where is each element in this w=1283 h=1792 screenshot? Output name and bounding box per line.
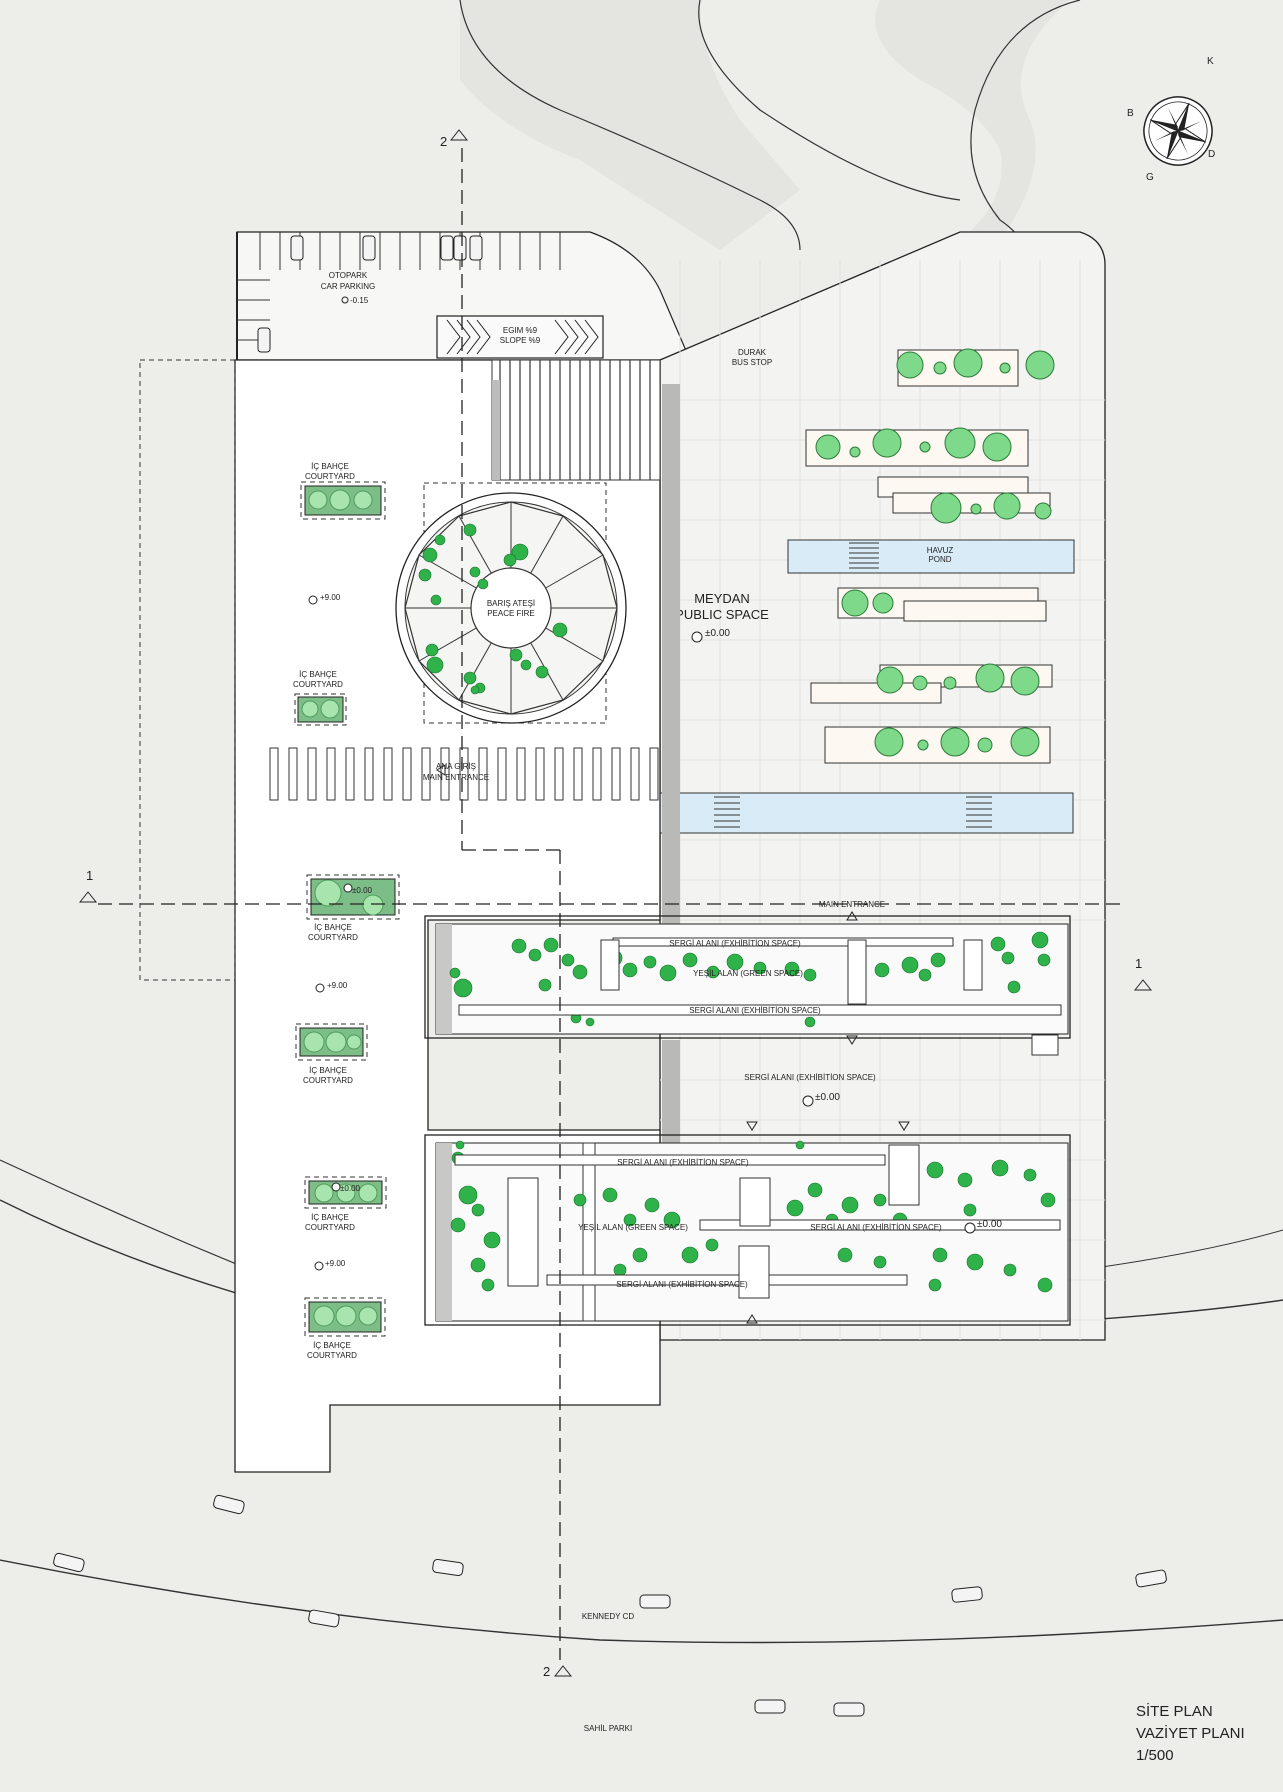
ramp: EGIM %9 SLOPE %9 (436, 315, 604, 359)
courtyard-label-2: COURTYARD (293, 680, 343, 689)
level-nine-label-1: +9.00 (320, 593, 341, 602)
green-space-label-2: YEŞİL ALAN (GREEN SPACE) (578, 1223, 688, 1232)
ic-bahce-label-4: İÇ BAHÇE (309, 1066, 347, 1075)
exhibition-label-1a: SERGİ ALANI (EXHİBİTİON SPACE) (669, 939, 801, 948)
bus-stop-label: BUS STOP (732, 358, 772, 367)
meydan-label: MEYDAN (694, 591, 750, 606)
ic-bahce-label-1: İÇ BAHÇE (311, 462, 349, 471)
ic-bahce-label-6: İÇ BAHÇE (313, 1341, 351, 1350)
durak-label: DURAK (738, 348, 767, 357)
title-scale: 1/500 (1136, 1747, 1174, 1764)
slope-label-en: SLOPE %9 (500, 336, 541, 345)
courtyard-label-6: COURTYARD (307, 1351, 357, 1360)
section-1-left: 1 (86, 868, 93, 883)
compass-east-label: D (1208, 149, 1215, 160)
compass-south-label: G (1146, 172, 1154, 183)
title-line-1: SİTE PLAN (1136, 1702, 1213, 1720)
level-nine-label-2: +9.00 (327, 981, 348, 990)
courtyard-label-1: COURTYARD (305, 472, 355, 481)
courtyard-label-5: COURTYARD (305, 1223, 355, 1232)
courtyard-label-3: COURTYARD (308, 933, 358, 942)
otopark-label: OTOPARK (329, 271, 368, 280)
level-nine-label-3: +9.00 (325, 1259, 346, 1268)
pond-label: POND (928, 555, 951, 564)
road-network (0, 0, 1283, 1644)
exhibition-label-2b: SERGİ ALANI (EXHİBİTİON SPACE) (810, 1223, 942, 1232)
courtyards: İÇ BAHÇE COURTYARD +9.00 İÇ BAHÇE COURTY… (293, 462, 400, 1360)
exhibition-2-level-label: ±0.00 (977, 1219, 1002, 1230)
north-arrow (1143, 96, 1213, 166)
compass-west-label: B (1127, 108, 1134, 119)
exhibition-level-label: ±0.00 (815, 1092, 840, 1103)
section-lines: 1 1 2 2 (78, 129, 1153, 1679)
title-line-2: VAZİYET PLANI (1136, 1724, 1245, 1742)
havuz-label: HAVUZ (927, 546, 954, 555)
peace-fire-rotunda: BARIŞ ATEŞİ PEACE FIRE (395, 482, 627, 724)
exhibition-label-1b: SERGİ ALANI (EXHİBİTİON SPACE) (689, 1006, 821, 1015)
main-entrance-tr-label: MAIN ENTRANCE (423, 773, 489, 782)
exhibition-block-1: SERGİ ALANI (EXHİBİTİON SPACE) YEŞİL ALA… (424, 900, 1071, 1056)
compass-north-label: K (1207, 56, 1214, 67)
parking-level-label: -0.15 (350, 296, 369, 305)
exhibition-block-2: SERGİ ALANI (EXHİBİTİON SPACE) YEŞİL ALA… (424, 1121, 1071, 1326)
ana-giris-label: ANA GİRİŞ (436, 762, 476, 771)
courtyard-level-label-3: ±0.00 (352, 886, 373, 895)
main-entrance-label: MAIN ENTRANCE (819, 900, 885, 909)
exhibition-label-2a: SERGİ ALANI (EXHİBİTİON SPACE) (617, 1158, 749, 1167)
plaza-planters: HAVUZ POND (659, 348, 1075, 834)
exhibition-center-label: SERGİ ALANI (EXHİBİTİON SPACE) (744, 1073, 876, 1082)
ic-bahce-label-2: İÇ BAHÇE (299, 670, 337, 679)
section-1-right: 1 (1135, 956, 1142, 971)
street-cars (53, 1494, 1167, 1717)
car-parking-label: CAR PARKING (321, 282, 376, 291)
courtyard-label-4: COURTYARD (303, 1076, 353, 1085)
courtyard-level-label-4: ±0.00 (340, 1184, 361, 1193)
meydan-level-label: ±0.00 (705, 628, 730, 639)
public-space-label: PUBLIC SPACE (675, 607, 769, 622)
section-2-bottom: 2 (543, 1664, 550, 1679)
exhibition-label-2c: SERGİ ALANI (EXHİBİTİON SPACE) (616, 1280, 748, 1289)
ic-bahce-label-3: İÇ BAHÇE (314, 923, 352, 932)
baris-atesi-label: BARIŞ ATEŞİ (487, 599, 535, 608)
peace-fire-label: PEACE FIRE (487, 609, 535, 618)
section-2-top: 2 (440, 134, 447, 149)
kennedy-street-label: KENNEDY CD (582, 1612, 635, 1621)
ic-bahce-label-5: İÇ BAHÇE (311, 1213, 349, 1222)
title-block: SİTE PLAN VAZİYET PLANI 1/500 (1136, 1702, 1245, 1764)
green-space-label-1: YEŞİL ALAN (GREEN SPACE) (693, 969, 803, 978)
slope-label-tr: EGIM %9 (503, 326, 538, 335)
sahil-parki-label: SAHİL PARKI (584, 1724, 632, 1733)
